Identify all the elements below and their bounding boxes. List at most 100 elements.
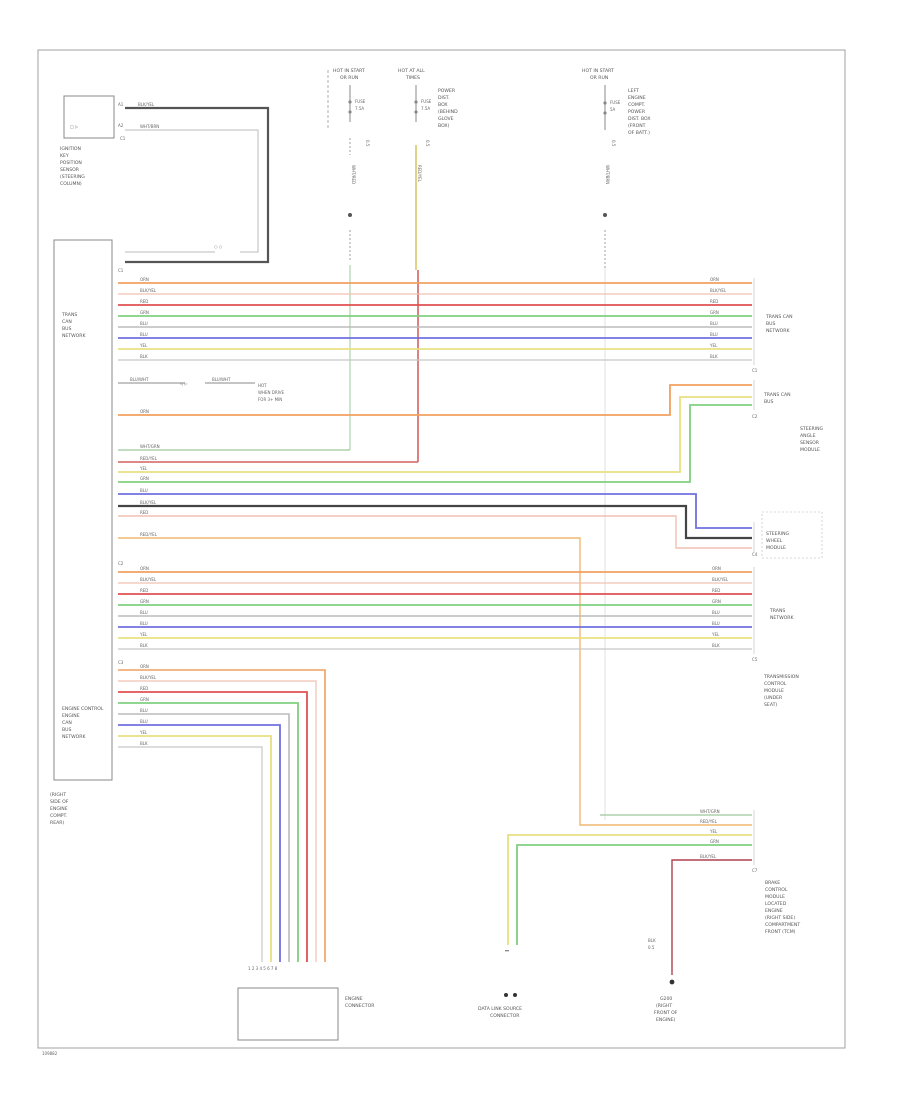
svg-text:TRANSMISSION: TRANSMISSION	[763, 674, 799, 680]
wire-label: BLK	[712, 643, 720, 648]
wire-label: BLU	[712, 610, 720, 615]
bus-group-1: ORN BLK/YEL RED GRN BLU BLU YEL BLK ORN …	[118, 277, 752, 361]
svg-text:ANGLE: ANGLE	[800, 433, 816, 439]
terminal-icon	[513, 993, 517, 997]
connector-label: C1	[118, 268, 124, 273]
bus-group-2: ORN BLK/YEL RED GRN BLU BLU YEL BLK ORN …	[118, 566, 752, 650]
svg-text:COMPT.: COMPT.	[628, 102, 645, 108]
svg-text:CAN: CAN	[62, 720, 72, 726]
fuse-icon	[603, 101, 607, 105]
svg-text:ENGINE: ENGINE	[765, 908, 783, 914]
svg-text:ENGINE: ENGINE	[345, 996, 363, 1002]
wire-label: GRN	[710, 839, 719, 844]
svg-text:GLOVE: GLOVE	[438, 116, 454, 122]
wire-color: RED/YEL	[417, 165, 422, 183]
wire-label: BLK	[140, 643, 148, 648]
wire-label: ORN	[140, 409, 149, 414]
svg-text:DIST. BOX: DIST. BOX	[628, 116, 651, 122]
wire-label: RED	[140, 299, 148, 304]
connector-label: C2	[752, 414, 758, 419]
diagram-frame	[37, 49, 846, 1049]
feed-label: OR RUN	[590, 75, 608, 81]
wire-label: GRN	[712, 599, 721, 604]
brake-module-wires: WHT/GRN RED/YEL YEL GRN BLK/YEL C7 ▾▾ DA…	[478, 809, 758, 1019]
wire-label: GRN	[710, 310, 719, 315]
connector-icon: ▾▾	[505, 948, 509, 953]
svg-text:SIDE OF: SIDE OF	[50, 799, 69, 805]
wire-label: RED	[712, 588, 720, 593]
wire-color: WHT/BRN	[605, 165, 610, 184]
svg-text:BUS: BUS	[62, 727, 72, 733]
feed-label: TIMES	[405, 75, 420, 81]
svg-text:BUS: BUS	[62, 326, 72, 332]
wire-size: 0.5	[365, 140, 370, 147]
fuse-icon	[414, 110, 418, 114]
svg-text:NETWORK: NETWORK	[62, 333, 86, 339]
wire-label: ORN	[140, 664, 149, 669]
wire-label: BLK/YEL	[140, 288, 157, 293]
fuse-amp: 5A	[610, 107, 616, 112]
svg-text:DATA LINK SOURCE: DATA LINK SOURCE	[478, 1006, 522, 1012]
fuse-amp: 7.5A	[355, 106, 364, 111]
module-trans-can-network: TRANS CAN BUS NETWORK C1	[752, 314, 793, 373]
connector-label: C2	[118, 561, 124, 566]
svg-text:BRAKE: BRAKE	[765, 880, 780, 886]
wire-label: RED/YEL	[140, 532, 158, 537]
fuse-icon	[603, 111, 607, 115]
svg-text:COLUMN): COLUMN)	[60, 181, 82, 187]
module-steering-angle-sensor: STEERING ANGLE SENSOR MODULE	[800, 426, 824, 453]
connector-label: C5	[752, 657, 758, 662]
wire-label: YEL	[709, 829, 718, 834]
svg-text:(RIGHT SIDE): (RIGHT SIDE)	[765, 915, 795, 921]
wire-label: BLU	[140, 610, 148, 615]
connector-label: C4	[752, 552, 758, 557]
svg-text:TRANS CAN: TRANS CAN	[765, 314, 793, 320]
svg-text:(BEHIND: (BEHIND	[438, 109, 458, 115]
wire-label: WHT/GRN	[700, 809, 720, 814]
ground-icon	[669, 979, 675, 985]
wire-label: BLU	[140, 719, 148, 724]
svg-text:CONTROL: CONTROL	[765, 887, 788, 893]
connector-label: C3	[118, 660, 124, 665]
bus-group-3: ORN BLK/YEL RED GRN BLU BLU YEL BLK 1 2 …	[118, 664, 326, 971]
wire-label: RED/YEL	[700, 819, 718, 824]
wire-label: BLK/YEL	[140, 675, 157, 680]
svg-text:ENGINE CONTROL: ENGINE CONTROL	[62, 706, 104, 712]
wire-label: GRN	[140, 599, 149, 604]
connector-label: C1	[120, 136, 126, 141]
svg-text:NETWORK: NETWORK	[766, 328, 790, 334]
svg-text:BOX): BOX)	[438, 123, 450, 129]
wire-label: BLK	[710, 354, 718, 359]
wire-size: 0.5	[648, 945, 655, 950]
wire-label: BLU/WHT	[130, 377, 149, 382]
wire-label: RED	[710, 299, 718, 304]
top-feed-1: HOT IN START OR RUN FUSE 7.5A 0.5 WHT/RE…	[327, 68, 370, 450]
ground-g200: BLK 0.5 G200 (RIGHT FRONT OF ENGINE)	[648, 938, 678, 1023]
svg-text:LOCATED: LOCATED	[765, 901, 787, 907]
svg-text:MODULE: MODULE	[764, 688, 784, 694]
wire-label: RED	[140, 686, 148, 691]
svg-text:(RIGHT: (RIGHT	[50, 792, 66, 798]
switch-icon: □ ▷	[70, 124, 79, 129]
engine-connector-box: ENGINE CONNECTOR	[237, 987, 375, 1041]
wire-label: RED/YEL	[140, 456, 158, 461]
splice-icon	[348, 213, 352, 217]
connector-label: C1	[752, 368, 758, 373]
wire-label: RED	[140, 510, 148, 515]
svg-text:STEERING: STEERING	[766, 531, 790, 537]
svg-text:REAR): REAR)	[50, 820, 64, 826]
switch-symbol: ○ ○	[214, 244, 223, 249]
feed-label: HOT IN START	[582, 68, 614, 74]
svg-text:CONNECTOR: CONNECTOR	[345, 1003, 375, 1009]
wire-label: WHT/BRN	[140, 124, 159, 129]
wire-label: BLK/YEL	[138, 102, 155, 107]
svg-text:ENGINE: ENGINE	[628, 95, 646, 101]
svg-text:IGNITION: IGNITION	[60, 146, 81, 152]
fuse-icon	[414, 100, 418, 104]
wire-label: BLU	[710, 321, 718, 326]
wire-label: YEL	[709, 343, 718, 348]
wire-label: YEL	[139, 343, 148, 348]
svg-text:TRANS: TRANS	[769, 608, 785, 614]
connector-symbol: ◁ ▷	[179, 381, 188, 386]
